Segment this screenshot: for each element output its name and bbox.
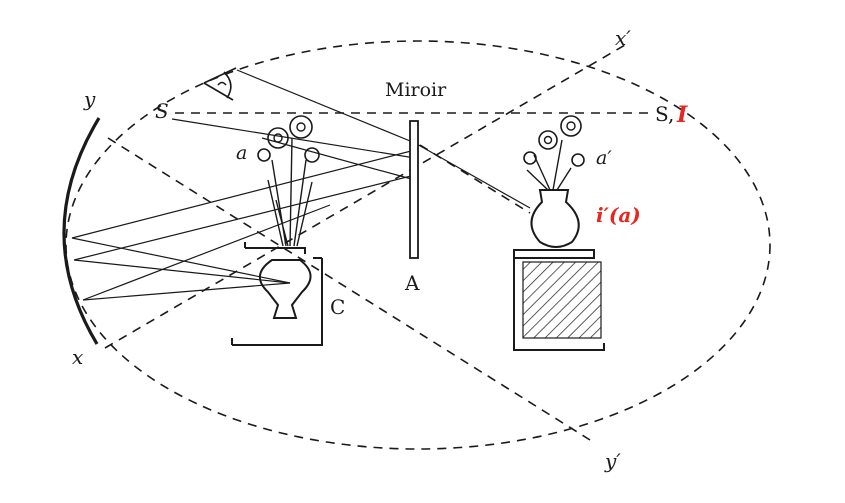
dashed-line-x-xprime — [104, 44, 626, 349]
image-flowers — [523, 115, 585, 191]
a-label: a — [236, 142, 247, 164]
dashed-ellipse — [65, 40, 771, 450]
eye-icon — [203, 67, 237, 101]
ray-spherical-vase-3 — [82, 282, 291, 301]
y-prime-label: y′ — [604, 449, 621, 473]
s1-label: S, — [655, 102, 674, 126]
miroir-label: Miroir — [385, 79, 447, 101]
inverted-vase — [259, 259, 312, 319]
ray-mirror-spherical-1 — [71, 149, 416, 239]
ray-s-mirror — [171, 118, 416, 159]
x-prime-label: x′ — [615, 26, 631, 50]
y-label: y — [83, 87, 96, 111]
real-flowers — [257, 115, 320, 247]
ray-observer-mirror — [236, 69, 531, 209]
x-label: x — [72, 345, 83, 369]
ray-flowers-mirror — [261, 137, 416, 181]
ray-mirror-spherical-2 — [73, 174, 416, 261]
ray-spherical-vase-1 — [71, 237, 291, 284]
c-label: C — [330, 295, 345, 319]
ray-upper-return — [82, 204, 331, 301]
a-prime-label: a′ — [596, 147, 612, 169]
image-label: i′(a) — [596, 203, 641, 227]
box-c — [231, 242, 323, 346]
ray-spherical-vase-2 — [73, 259, 291, 284]
image-stand — [513, 249, 605, 351]
concave-mirror — [62, 117, 101, 345]
image-vase — [530, 189, 580, 248]
a-point-label: A — [404, 271, 420, 295]
flat-mirror-a — [409, 120, 419, 259]
i-label: I — [676, 102, 688, 128]
s-label: S — [155, 99, 169, 123]
